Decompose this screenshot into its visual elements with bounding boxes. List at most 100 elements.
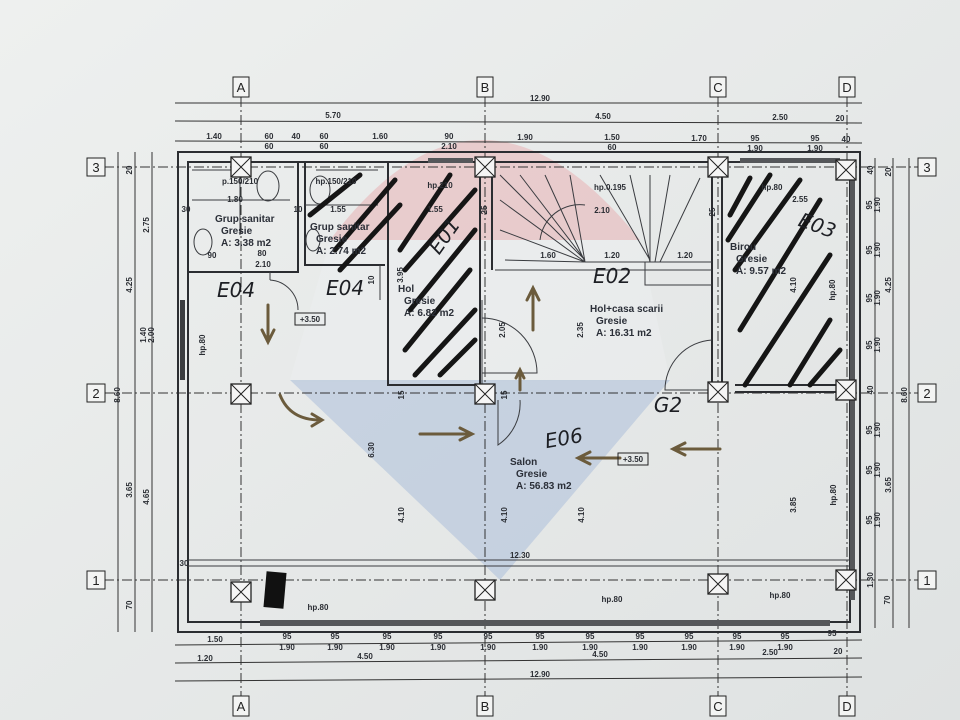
dimension-label: 10 bbox=[294, 205, 303, 214]
dimension-label: 1.40 bbox=[206, 132, 222, 141]
handwritten-room-code: E02 bbox=[593, 264, 631, 288]
dimension-label: 4.10 bbox=[500, 507, 509, 523]
dimension-label: 1.20 bbox=[604, 251, 620, 260]
dimension-label: hp.150/210 bbox=[316, 177, 357, 186]
level-marker bbox=[617, 452, 649, 466]
dimension-label: 4.50 bbox=[357, 652, 373, 661]
dimension-label: 95 bbox=[865, 340, 874, 349]
axis-label-row-1: 1 bbox=[92, 573, 99, 588]
dimension-label: 80 bbox=[258, 249, 267, 258]
axis-bubble bbox=[232, 76, 250, 98]
axis-bubble bbox=[476, 695, 494, 717]
dimension-label: 1.90 bbox=[632, 643, 648, 652]
level-marker-label: +3.50 bbox=[623, 455, 644, 464]
room-area: A: 9.57 m2 bbox=[736, 266, 786, 277]
axis-bubble bbox=[917, 383, 937, 403]
room-area: A: 56.83 m2 bbox=[516, 481, 572, 492]
axis-label-row-3: 3 bbox=[923, 160, 930, 175]
dimension-label: 1.90 bbox=[532, 643, 548, 652]
axis-label-b: B bbox=[481, 699, 490, 714]
dimension-label: hp.80 bbox=[828, 279, 837, 300]
dimension-label: 90 bbox=[445, 132, 454, 141]
dimension-label: 95 bbox=[283, 632, 292, 641]
dimension-lines bbox=[117, 102, 910, 682]
dimension-label: 3.65 bbox=[125, 482, 134, 498]
handwritten-room-code: G2 bbox=[654, 393, 682, 417]
flow-arrows bbox=[260, 284, 722, 466]
dimension-label: 1.90 bbox=[873, 512, 882, 528]
dimension-label: 1.50 bbox=[604, 133, 620, 142]
dimension-label: 1.90 bbox=[873, 337, 882, 353]
dimension-label: hp.80 bbox=[762, 183, 783, 192]
dimension-label: 1.90 bbox=[379, 643, 395, 652]
dimension-label: 40 bbox=[292, 132, 301, 141]
dimension-label: 2.75 bbox=[142, 217, 151, 233]
axis-bubble bbox=[917, 157, 937, 177]
dimension-label: 1.60 bbox=[372, 132, 388, 141]
room-area: A: 3.38 m2 bbox=[221, 238, 271, 249]
level-marker-label: +3.50 bbox=[300, 315, 321, 324]
dimension-label: 60 bbox=[608, 143, 617, 152]
dimension-label: 95 bbox=[586, 632, 595, 641]
axis-label-a: A bbox=[237, 80, 246, 95]
dimension-label: 90 bbox=[208, 251, 217, 260]
dimension-label: 3.65 bbox=[884, 477, 893, 493]
axis-label-c: C bbox=[713, 699, 722, 714]
dimension-label: 1.20 bbox=[197, 654, 213, 663]
dimension-label: 70 bbox=[883, 595, 892, 604]
dimension-label: 1.90 bbox=[582, 643, 598, 652]
dimension-label: 1.90 bbox=[480, 643, 496, 652]
dimension-label: 95 bbox=[865, 515, 874, 524]
dimension-label: 1.90 bbox=[430, 643, 446, 652]
dimension-label: 95 bbox=[685, 632, 694, 641]
dimension-label: 10 bbox=[367, 275, 376, 284]
room-finish: Gresie bbox=[316, 234, 348, 245]
dimension-label: 60 bbox=[320, 142, 329, 151]
room-finish: Gresie bbox=[736, 254, 768, 265]
room-finish: Gresie bbox=[516, 469, 548, 480]
room-name: Hol+casa scarii bbox=[590, 304, 663, 315]
dimension-label: 95 bbox=[751, 134, 760, 143]
dimension-label: 40 bbox=[866, 385, 875, 394]
dimension-label: 95 bbox=[434, 632, 443, 641]
dimension-label: 1.90 bbox=[873, 422, 882, 438]
room-name: Hol bbox=[398, 284, 414, 295]
dimension-label: 2.10 bbox=[255, 260, 271, 269]
axis-bubble bbox=[86, 570, 106, 590]
handwritten-room-code: E04 bbox=[326, 276, 364, 300]
axis-label-d: D bbox=[842, 699, 851, 714]
room-finish: Gresie bbox=[404, 296, 436, 307]
level-marker bbox=[294, 312, 326, 326]
dimension-label: 40 bbox=[866, 165, 875, 174]
dimension-label: 95 bbox=[865, 293, 874, 302]
axis-bubble bbox=[838, 695, 856, 717]
dimension-label: 95 bbox=[536, 632, 545, 641]
dimension-label: 2.50 bbox=[762, 648, 778, 657]
dimension-label: 95 bbox=[484, 632, 493, 641]
axis-label-row-2: 2 bbox=[923, 386, 930, 401]
dimension-label: 4.10 bbox=[577, 507, 586, 523]
dimension-label: 2.10 bbox=[594, 206, 610, 215]
dimension-label: 95 bbox=[865, 245, 874, 254]
axis-label-row-2: 2 bbox=[92, 386, 99, 401]
dimension-label: hp.80 bbox=[602, 595, 623, 604]
room-finish: Gresie bbox=[221, 226, 253, 237]
dimension-label: 95 bbox=[331, 632, 340, 641]
dimension-label: 4.25 bbox=[125, 277, 134, 293]
dimension-label: 15 bbox=[397, 390, 406, 399]
dimension-label: 1.40 bbox=[139, 327, 148, 343]
dimension-label: 1.80 bbox=[227, 195, 243, 204]
axis-label-c: C bbox=[713, 80, 722, 95]
dimension-label: 20 bbox=[125, 165, 134, 174]
dimension-label: 25 bbox=[480, 205, 489, 214]
dimension-label: 40 bbox=[842, 135, 851, 144]
dimension-label: 1.90 bbox=[873, 290, 882, 306]
dimension-label: 4.10 bbox=[789, 277, 798, 293]
dimension-label: 3.95 bbox=[396, 267, 405, 283]
dimension-label: hp.0.195 bbox=[594, 183, 627, 192]
dimension-label: 12.90 bbox=[530, 94, 551, 103]
dimension-label: 1.70 bbox=[691, 134, 707, 143]
dimension-label: 95 bbox=[865, 425, 874, 434]
axis-bubble bbox=[86, 157, 106, 177]
room-name: Grup sanitar bbox=[215, 214, 275, 225]
